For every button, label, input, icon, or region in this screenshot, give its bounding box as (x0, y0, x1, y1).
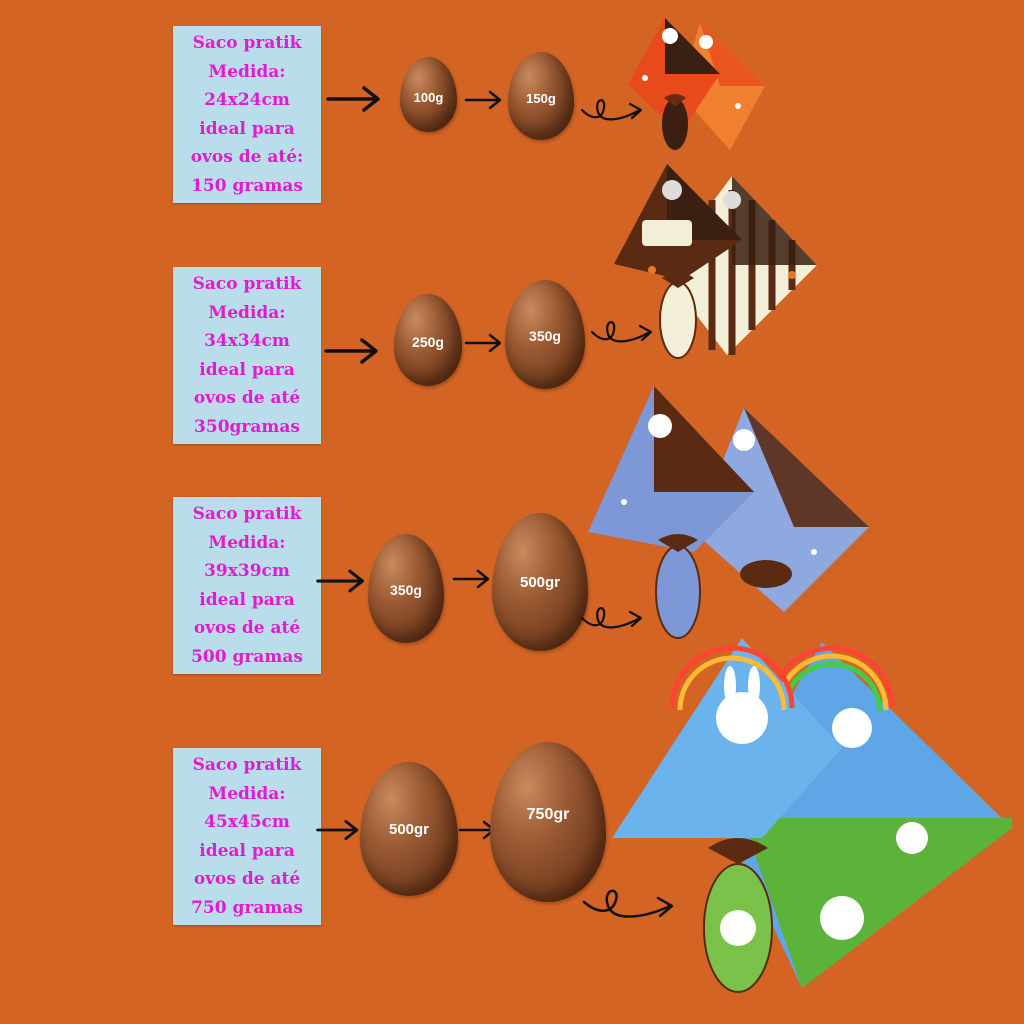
label-line: Medida: (208, 532, 286, 553)
egg-weight-label: 250g (412, 334, 444, 351)
label-line: Medida: (208, 783, 286, 804)
curly-arrow-icon (580, 99, 643, 121)
label-line: Saco pratik (192, 274, 302, 294)
label-line: ovos de até (193, 869, 301, 889)
easter-wrap-package-image (628, 18, 765, 150)
label-line: ovos de até: (190, 147, 304, 167)
chocolate-egg: 500gr (360, 762, 458, 896)
label-line: ovos de até (193, 618, 301, 638)
arrow-icon (326, 86, 380, 112)
label-line: 500 gramas (191, 646, 303, 667)
egg-weight-label: 100g (413, 90, 444, 105)
arrow-icon (316, 819, 359, 841)
egg-weight-label: 350g (529, 327, 561, 344)
label-line: ideal para (199, 359, 295, 380)
arrow-icon (316, 569, 364, 593)
chocolate-egg: 350g (368, 534, 444, 643)
size-label-39x39: Saco pratik Medida: 39x39cm ideal para o… (173, 497, 321, 674)
label-line: Medida: (208, 61, 286, 82)
easter-wrap-package-image (614, 164, 817, 359)
label-line: ideal para (199, 118, 295, 139)
egg-weight-label: 500gr (388, 820, 430, 838)
chocolate-egg: 150g (508, 52, 574, 140)
arrow-icon (464, 333, 502, 353)
chocolate-egg: 250g (394, 294, 462, 386)
curly-arrow-icon (582, 889, 674, 918)
easter-wrap-package-image (612, 638, 1012, 993)
arrow-icon (452, 569, 490, 589)
label-line: 750 gramas (191, 897, 303, 918)
label-line: Saco pratik (192, 33, 302, 53)
chocolate-egg: 750gr (490, 742, 606, 902)
label-line: 45x45cm (204, 812, 290, 832)
egg-weight-label: 150g (526, 90, 556, 106)
curly-arrow-icon (590, 321, 653, 343)
size-label-24x24: Saco pratik Medida: 24x24cm ideal para o… (173, 26, 321, 203)
easter-wrap-package-image (588, 386, 869, 639)
size-label-45x45: Saco pratik Medida: 45x45cm ideal para o… (173, 748, 321, 925)
size-label-34x34: Saco pratik Medida: 34x34cm ideal para o… (173, 267, 321, 444)
chocolate-egg: 100g (400, 57, 457, 132)
label-line: 34x34cm (204, 331, 290, 351)
egg-weight-label: 750gr (526, 806, 570, 823)
label-line: ideal para (199, 589, 295, 610)
label-line: ovos de até (193, 388, 301, 408)
label-line: Medida: (208, 302, 286, 323)
label-line: Saco pratik (192, 755, 302, 775)
label-line: Saco pratik (192, 504, 302, 524)
curly-arrow-icon (580, 607, 643, 629)
chocolate-egg: 350g (505, 280, 585, 389)
egg-weight-label: 500gr (519, 573, 561, 591)
chocolate-egg: 500gr (492, 513, 588, 651)
label-line: 150 gramas (191, 175, 303, 196)
label-line: 24x24cm (204, 90, 290, 110)
label-line: ideal para (199, 840, 295, 861)
arrow-icon (464, 90, 502, 110)
label-line: 39x39cm (204, 561, 290, 581)
label-line: 350gramas (194, 416, 300, 437)
egg-weight-label: 350g (390, 581, 422, 598)
arrow-icon (324, 338, 378, 364)
